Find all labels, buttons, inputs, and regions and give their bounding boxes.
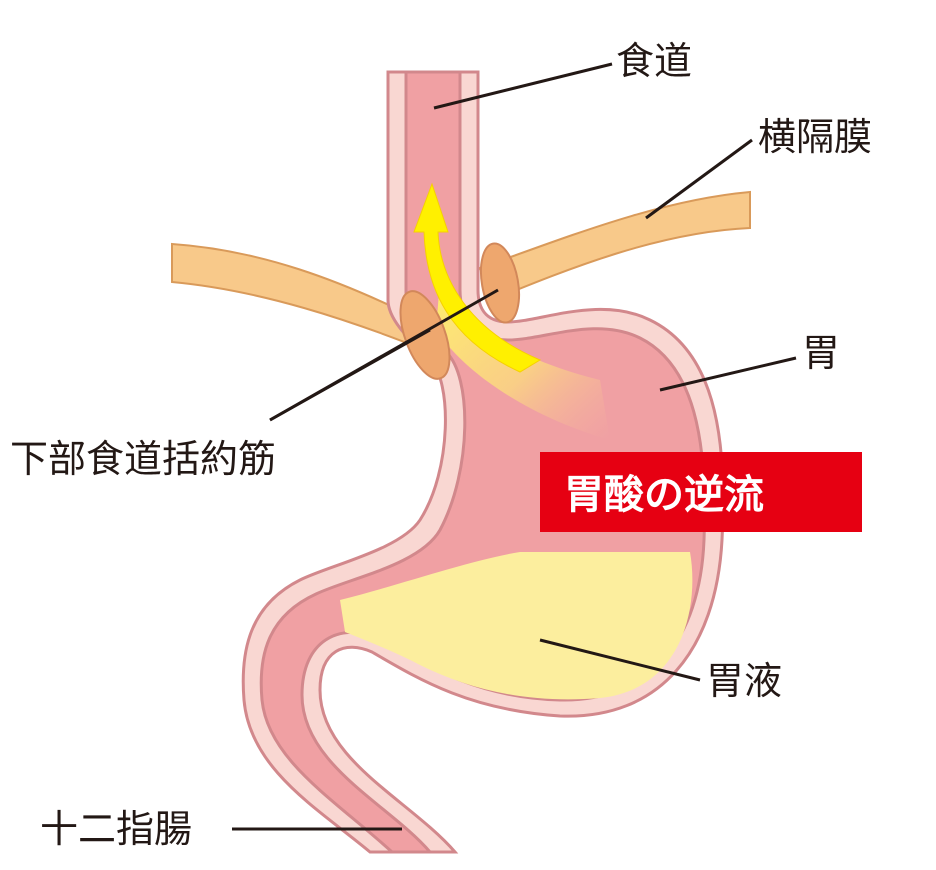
sphincter-right bbox=[479, 242, 521, 324]
stomach-leader bbox=[659, 356, 797, 392]
diaphragm-right bbox=[478, 190, 751, 302]
stomach-label: 胃 bbox=[802, 331, 840, 375]
reflux-arrow bbox=[413, 182, 542, 373]
gastric-juice-label: 胃液 bbox=[706, 659, 782, 703]
acid-reflux-banner bbox=[540, 452, 862, 532]
diaphragm-label: 横隔膜 bbox=[758, 115, 872, 159]
acid-reflux-banner-text: 胃酸の逆流 bbox=[564, 472, 764, 518]
diaphragm-leader bbox=[645, 138, 753, 220]
gastric-juice-leader bbox=[539, 638, 701, 682]
duodenum-label: 十二指腸 bbox=[40, 807, 192, 851]
les-leader-2 bbox=[269, 288, 499, 422]
esophagus-leader bbox=[433, 62, 613, 110]
esophagus-label: 食道 bbox=[616, 39, 692, 83]
les-label: 下部食道括約筋 bbox=[10, 437, 276, 481]
gastric-juice-area bbox=[340, 552, 693, 700]
